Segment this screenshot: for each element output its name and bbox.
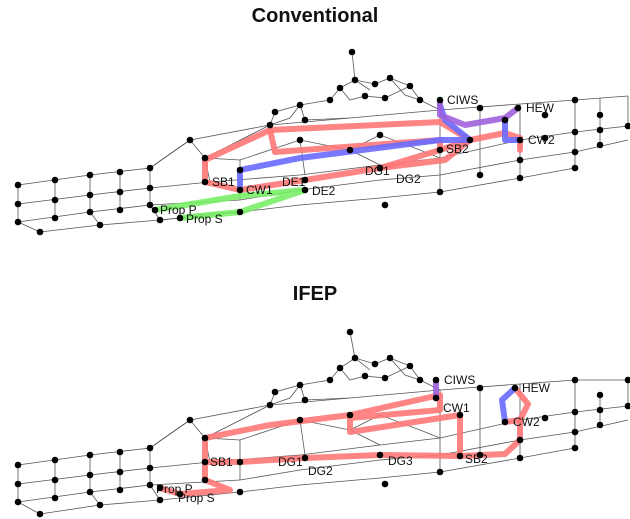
label-prop-p: Prop P [160, 203, 197, 217]
route-blue-right [502, 117, 523, 143]
conventional-diagram: CIWS HEW SB2 CW2 SB1 CW1 DE1 DG1 DG2 DE2… [14, 48, 630, 236]
route-red-loop [202, 392, 463, 459]
label-de2: DE2 [312, 184, 336, 198]
label-cw1-ifep: CW1 [443, 401, 470, 415]
ifep-diagram: CIWS HEW CW1 CW2 SB1 DG1 DG2 DG3 SB2 Pro… [14, 328, 630, 518]
label-prop-s: Prop S [186, 212, 223, 226]
route-blue-ifep [499, 385, 518, 425]
route-purple [437, 97, 521, 128]
label-ciws: CIWS [447, 93, 478, 107]
route-blue [237, 102, 473, 193]
label-de1: DE1 [282, 175, 306, 189]
route-red-mid [267, 127, 443, 155]
label-prop-p-ifep: Prop P [156, 482, 193, 496]
route-red [202, 130, 523, 193]
label-dg3-ifep: DG3 [388, 454, 413, 468]
ifep-nodes [14, 328, 630, 518]
conventional-routes [152, 97, 523, 221]
conventional-title: Conventional [251, 5, 379, 27]
label-hew-ifep: HEW [522, 381, 551, 395]
label-dg2-ifep: DG2 [308, 464, 333, 478]
label-dg2: DG2 [396, 172, 421, 186]
label-ciws-ifep: CIWS [444, 373, 475, 387]
ifep-routes [157, 377, 531, 497]
label-cw1: CW1 [246, 183, 273, 197]
route-red-lower [157, 459, 233, 497]
label-dg1: DG1 [365, 164, 390, 178]
label-sb2: SB2 [446, 142, 469, 156]
label-cw2-ifep: CW2 [513, 415, 540, 429]
label-hew: HEW [526, 101, 555, 115]
ifep-title: IFEP [292, 283, 338, 305]
label-sb1: SB1 [212, 175, 235, 189]
label-sb1-ifep: SB1 [210, 455, 233, 469]
label-sb2-ifep: SB2 [465, 452, 488, 466]
conventional-nodes [14, 48, 630, 236]
label-dg1-ifep: DG1 [278, 455, 303, 469]
label-prop-s-ifep: Prop S [178, 491, 215, 505]
route-red-right [502, 385, 531, 425]
label-cw2: CW2 [528, 133, 555, 147]
